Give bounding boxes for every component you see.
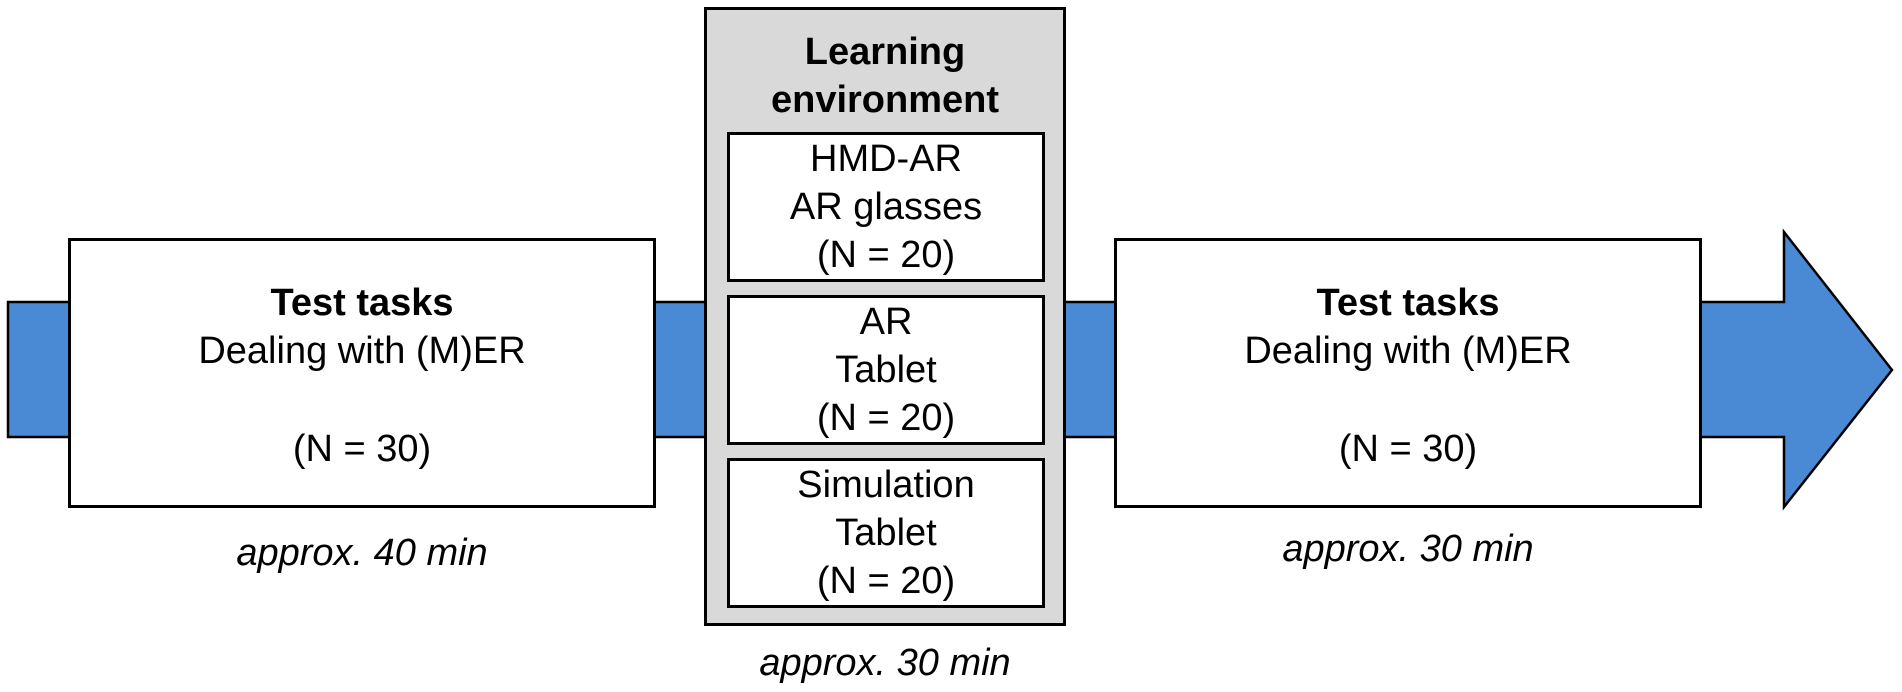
condition-device: Tablet [835,512,937,554]
condition-label: Simulation [797,464,975,506]
condition-count: (N = 20) [816,560,956,602]
condition-simulation-tablet: Simulation Tablet (N = 20) [727,458,1045,608]
env-title-line1: Learning [804,31,966,73]
condition-count: (N = 20) [816,397,956,439]
learning-environment-panel: Learning environment HMD-AR AR glasses (… [704,7,1066,626]
posttest-subtitle: Dealing with (M)ER [1244,330,1572,372]
condition-label: AR [859,301,913,343]
learning-duration: approx. 30 min [759,642,1011,684]
pretest-duration: approx. 40 min [236,532,488,574]
condition-count: (N = 20) [816,234,956,276]
condition-label: HMD-AR [810,138,962,180]
posttest-duration: approx. 30 min [1282,528,1534,570]
env-title-line2: environment [770,79,1000,121]
pretest-count: (N = 30) [292,428,432,470]
condition-ar-tablet: AR Tablet (N = 20) [727,295,1045,445]
posttest-box: Test tasks Dealing with (M)ER (N = 30) [1114,238,1702,508]
pretest-subtitle: Dealing with (M)ER [198,330,526,372]
pretest-box: Test tasks Dealing with (M)ER (N = 30) [68,238,656,508]
condition-device: Tablet [835,349,937,391]
learning-environment-title: Learning environment [707,28,1063,124]
condition-hmd-ar: HMD-AR AR glasses (N = 20) [727,132,1045,282]
posttest-title: Test tasks [1316,282,1500,324]
pretest-title: Test tasks [270,282,454,324]
condition-device: AR glasses [789,186,983,228]
posttest-count: (N = 30) [1338,428,1478,470]
